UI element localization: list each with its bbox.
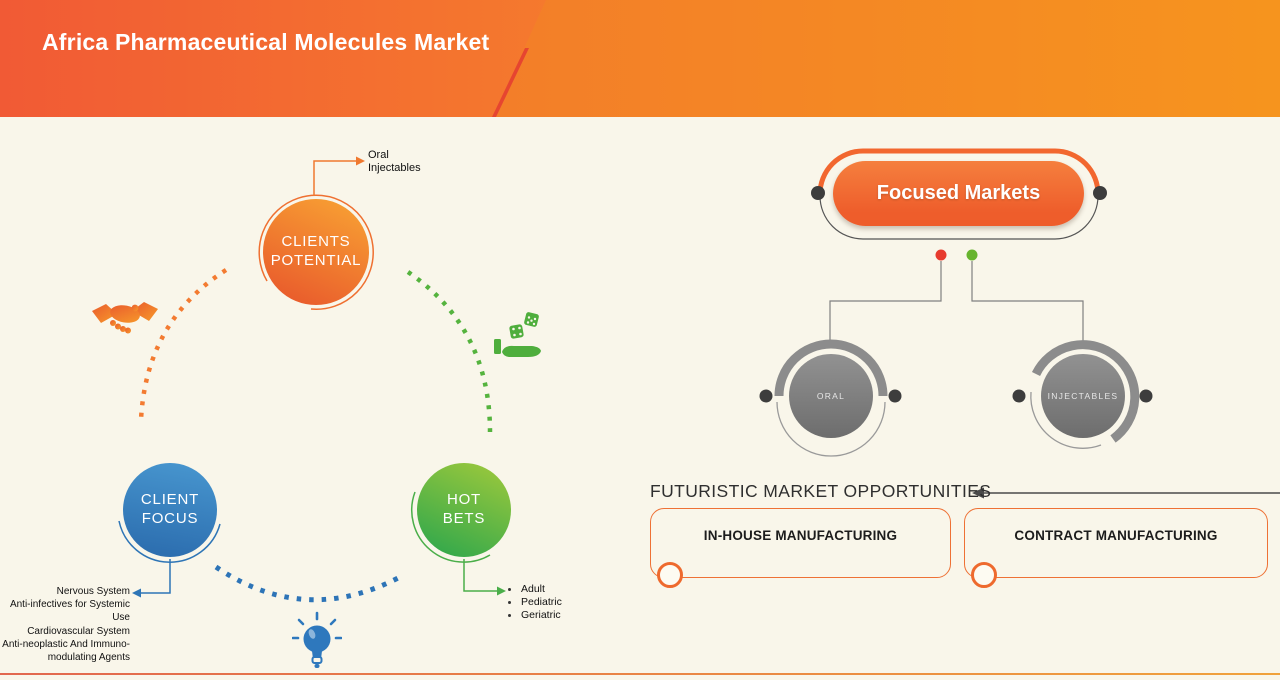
hot-bets-line1: HOT [446,491,482,509]
branch-dot-green [966,249,978,261]
opportunity-box-label: CONTRACT MANUFACTURING [1014,528,1218,543]
arrowhead-hot-bets [497,586,506,596]
header-banner [0,0,1280,117]
arrowhead-clients-potential [356,156,365,166]
node-clients-potential: CLIENTS POTENTIAL [263,199,369,305]
opportunity-box-contract: CONTRACT MANUFACTURING [964,508,1268,588]
node-hot-bets: HOT BETS [417,463,511,557]
injectables-side-dot-left [1012,389,1026,403]
callout-item: Oral [368,149,389,161]
hot-bets-list: Adult Pediatric Geriatric [506,583,562,622]
branch-line-right [971,261,1084,343]
list-item: Nervous System [56,586,130,597]
clients-potential-callout: Oral Injectables [368,149,421,175]
node-oral-label: ORAL [816,390,846,401]
header-diagonal-band [493,0,1280,117]
bullet-dot [508,601,511,604]
dotted-arc-blue [214,564,402,603]
node-injectables-label: INJECTABLES [1047,390,1119,401]
list-item: Geriatric [506,609,562,622]
node-injectables: INJECTABLES [1041,354,1125,438]
list-item: Adult [506,583,562,596]
node-oral: ORAL [789,354,873,438]
list-item: Cardiovascular System [27,625,130,637]
corner-ring-icon [657,562,683,588]
list-item: Anti-neoplastic And Immuno-modulating Ag… [2,638,130,664]
node-client-focus: CLIENT FOCUS [123,463,217,557]
page-title: Africa Pharmaceutical Molecules Market [42,29,490,55]
opportunity-box-inhouse: IN-HOUSE MANUFACTURING [650,508,951,588]
bullet-dot [508,588,511,591]
list-item-label: Pediatric [521,596,562,608]
connector-client-focus [141,559,171,594]
focused-markets-pill: Focused Markets [833,161,1084,226]
connector-hot-bets [463,559,497,592]
focused-markets-title: Focused Markets [876,182,1041,204]
clients-potential-line1: CLIENTS [281,233,351,251]
list-item: Pediatric [506,596,562,609]
hot-bets-line2: BETS [442,510,486,527]
dotted-arc-orange [138,268,228,421]
clients-potential-line2: POTENTIAL [270,252,362,269]
oral-side-dot-right [888,389,902,403]
list-item-label: Adult [521,583,545,595]
lightbulb-icon [292,611,342,668]
footer-accent-line [0,673,1280,675]
client-focus-line2: FOCUS [141,510,199,527]
list-item-label: Geriatric [521,609,561,621]
handshake-icon [92,302,158,334]
dice-in-hand-icon [494,312,541,357]
opportunity-box-label: IN-HOUSE MANUFACTURING [703,528,898,543]
callout-item: Injectables [368,162,421,174]
list-item: Anti-infectives for Systemic Use [9,599,130,624]
client-focus-line1: CLIENT [140,491,200,509]
stadium-side-dot-left [811,186,825,200]
branch-line-left [829,261,942,343]
oral-side-dot-left [759,389,773,403]
corner-ring-icon [971,562,997,588]
opportunities-heading: FUTURISTIC MARKET OPPORTUNITIES [650,481,992,501]
injectables-side-dot-right [1139,389,1153,403]
arrowhead-client-focus [132,588,141,598]
bullet-dot [508,614,511,617]
dotted-arc-green [406,270,493,433]
connector-clients-potential [313,160,356,196]
stadium-side-dot-right [1093,186,1107,200]
branch-dot-red [935,249,947,261]
client-focus-list: Nervous System Anti-infectives for Syste… [0,585,130,664]
